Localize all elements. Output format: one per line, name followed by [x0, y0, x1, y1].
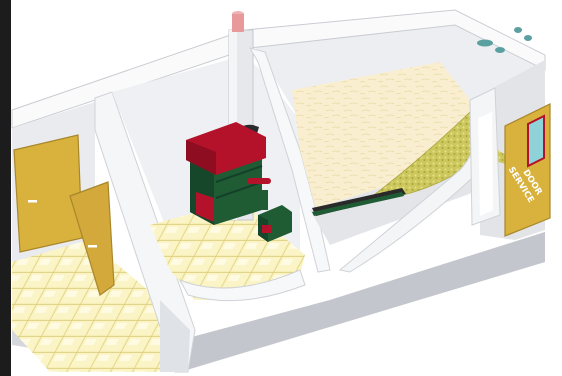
vent	[477, 40, 493, 47]
service-door: SERVICE DOOR	[505, 104, 550, 236]
anteroom-back-door	[14, 135, 82, 252]
door-handle	[88, 245, 97, 248]
pellet-boiler	[186, 122, 271, 225]
vent	[495, 47, 505, 53]
left-frame-edge	[0, 0, 11, 376]
door-handle	[28, 200, 37, 203]
service-door-wall	[470, 88, 500, 225]
vent	[524, 35, 532, 41]
vent	[514, 27, 522, 33]
door-window	[528, 116, 544, 166]
